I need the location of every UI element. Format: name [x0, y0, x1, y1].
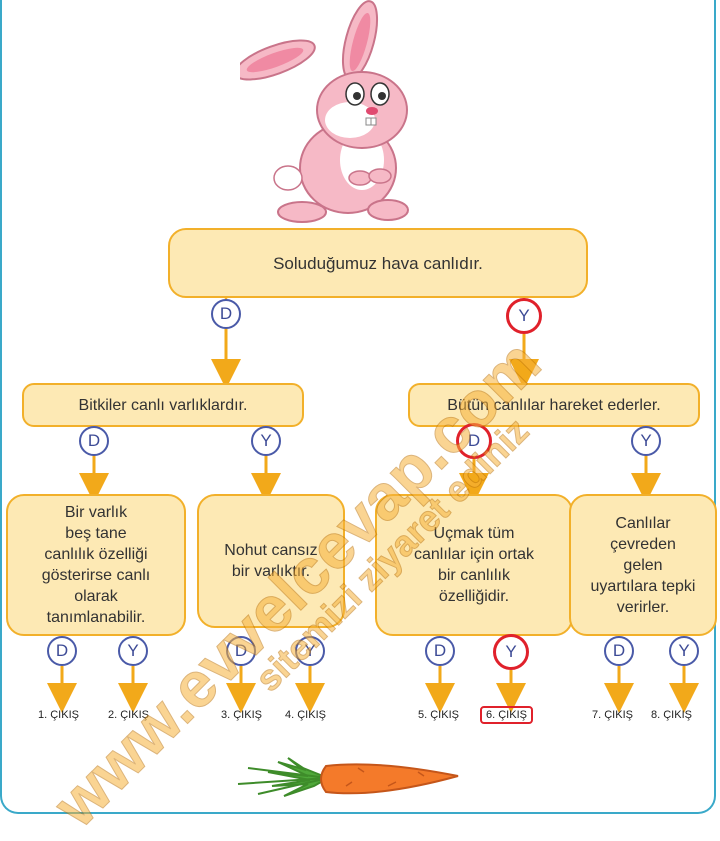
exit-7-label: 7. ÇIKIŞ	[592, 709, 633, 721]
leaf-4-d-circle: D	[604, 636, 634, 666]
exit-3-label: 3. ÇIKIŞ	[221, 709, 262, 721]
leaf-1-d-circle: D	[47, 636, 77, 666]
right-mid-y-label: Y	[640, 431, 652, 450]
leaf-2-d-label: D	[234, 641, 248, 660]
leaf-4-y-label: Y	[678, 641, 690, 660]
leaf-2-d-circle: D	[226, 636, 256, 666]
left-mid-y-circle: Y	[251, 426, 281, 456]
leaf-1-y-label: Y	[127, 641, 139, 660]
page-frame	[0, 0, 716, 814]
left-mid-statement-text: Bitkiler canlı varlıklardır.	[78, 396, 248, 414]
leaf-1-y-circle: Y	[118, 636, 148, 666]
exit-6-label: 6. ÇIKIŞ	[480, 706, 533, 724]
right-mid-d-circle: D	[456, 423, 492, 459]
leaf-4-statement-text: Canlılar çevreden gelen uyartılara tepki…	[590, 514, 696, 616]
exit-4-label: 4. ÇIKIŞ	[285, 709, 326, 721]
root-d-circle: D	[211, 299, 241, 329]
root-d-label: D	[219, 304, 233, 323]
exit-5-label: 5. ÇIKIŞ	[418, 709, 459, 721]
leaf-1-d-label: D	[55, 641, 69, 660]
left-mid-statement-box: Bitkiler canlı varlıklardır.	[22, 383, 304, 427]
exit-2-label: 2. ÇIKIŞ	[108, 709, 149, 721]
carrot-illustration	[237, 757, 459, 797]
bunny-illustration	[240, 0, 409, 223]
right-mid-y-circle: Y	[631, 426, 661, 456]
leaf-1-statement-text: Bir varlık beş tane canlılık özelliği gö…	[41, 504, 151, 626]
leaf-3-d-label: D	[433, 641, 447, 660]
leaf-4-y-circle: Y	[669, 636, 699, 666]
leaf-4-d-label: D	[612, 641, 626, 660]
exit-1-label: 1. ÇIKIŞ	[38, 709, 79, 721]
left-mid-d-label: D	[87, 431, 101, 450]
leaf-3-y-circle: Y	[493, 634, 529, 670]
left-mid-d-circle: D	[79, 426, 109, 456]
right-mid-statement-text: Bütün canlılar hareket ederler.	[447, 396, 661, 414]
leaf-3-d-circle: D	[425, 636, 455, 666]
leaf-2-statement-text: Nohut cansız bir varlıktır.	[224, 542, 318, 580]
right-mid-statement-box: Bütün canlılar hareket ederler.	[408, 383, 700, 427]
leaf-3-y-label: Y	[505, 642, 517, 661]
root-y-circle: Y	[506, 298, 542, 334]
leaf-2-statement-box: Nohut cansız bir varlıktır.	[197, 494, 345, 628]
leaf-3-statement-text: Uçmak tüm canlılar için ortak bir canlıl…	[413, 525, 535, 605]
leaf-1-statement-box: Bir varlık beş tane canlılık özelliği gö…	[6, 494, 186, 636]
leaf-4-statement-box: Canlılar çevreden gelen uyartılara tepki…	[569, 494, 717, 636]
leaf-2-y-label: Y	[304, 641, 316, 660]
leaf-2-y-circle: Y	[295, 636, 325, 666]
right-mid-d-label: D	[467, 431, 481, 450]
root-y-label: Y	[518, 306, 530, 325]
leaf-3-statement-box: Uçmak tüm canlılar için ortak bir canlıl…	[375, 494, 573, 636]
exit-8-label: 8. ÇIKIŞ	[651, 709, 692, 721]
root-statement-box: Soluduğumuz hava canlıdır.	[168, 228, 588, 298]
left-mid-y-label: Y	[260, 431, 272, 450]
root-statement-text: Soluduğumuz hava canlıdır.	[273, 253, 483, 273]
